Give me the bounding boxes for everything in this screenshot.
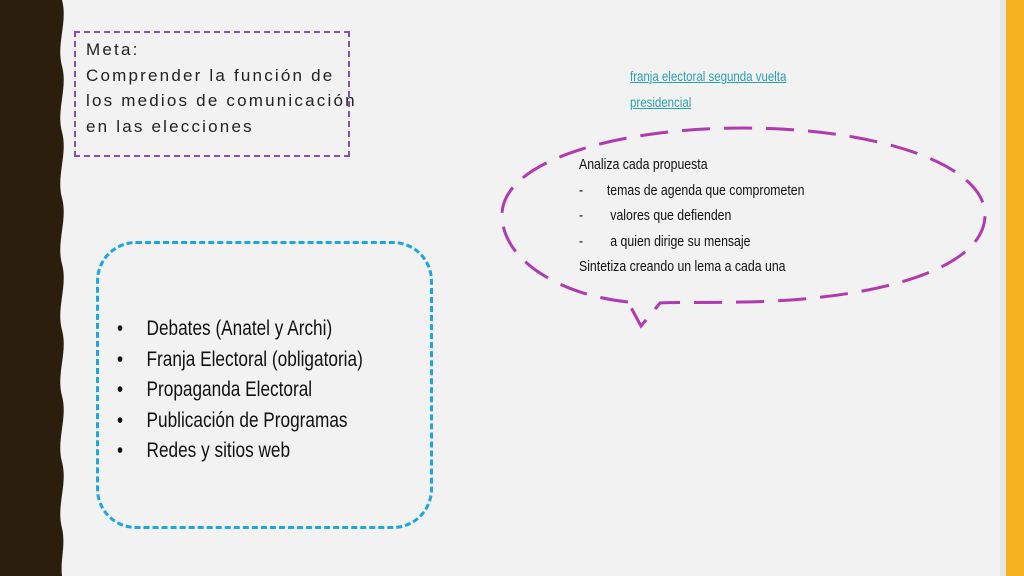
bubble-item: -temas de agenda que comprometen bbox=[579, 178, 805, 204]
meta-line: los medios de comunicación bbox=[86, 91, 357, 110]
left-wave-decoration bbox=[0, 0, 64, 576]
list-item: Debates (Anatel y Archi) bbox=[117, 314, 363, 345]
link-line: presidencial bbox=[630, 94, 692, 110]
list-item: Publicación de Programas bbox=[117, 406, 363, 437]
right-orange-bar bbox=[1006, 0, 1024, 576]
speech-bubble: Analiza cada propuesta -temas de agenda … bbox=[579, 152, 805, 280]
meta-label: Meta: bbox=[86, 40, 140, 59]
franja-electoral-link[interactable]: franja electoral segunda vuelta presiden… bbox=[630, 63, 827, 115]
right-gray-bar bbox=[1000, 0, 1006, 576]
bubble-item: - a quien dirige su mensaje bbox=[579, 229, 805, 255]
bubble-dash: - bbox=[579, 181, 584, 199]
meta-line: Comprender la función de bbox=[86, 65, 335, 85]
list-item: Propaganda Electoral bbox=[117, 375, 363, 406]
bubble-dash: - bbox=[579, 232, 584, 250]
meta-line: en las elecciones bbox=[86, 116, 254, 136]
meta-box: Meta: Comprender la función de los medio… bbox=[74, 31, 357, 157]
link-line: franja electoral segunda vuelta bbox=[630, 68, 787, 84]
media-list: Debates (Anatel y Archi) Franja Electora… bbox=[117, 314, 363, 467]
bubble-item: - valores que defienden bbox=[579, 203, 805, 229]
list-item: Franja Electoral (obligatoria) bbox=[117, 345, 363, 376]
media-list-box: Debates (Anatel y Archi) Franja Electora… bbox=[96, 241, 433, 529]
bubble-title: Analiza cada propuesta bbox=[579, 156, 708, 173]
bubble-dash: - bbox=[579, 207, 584, 224]
list-item: Redes y sitios web bbox=[117, 436, 363, 467]
bubble-footer: Sintetiza creando un lema a cada una bbox=[579, 258, 786, 275]
